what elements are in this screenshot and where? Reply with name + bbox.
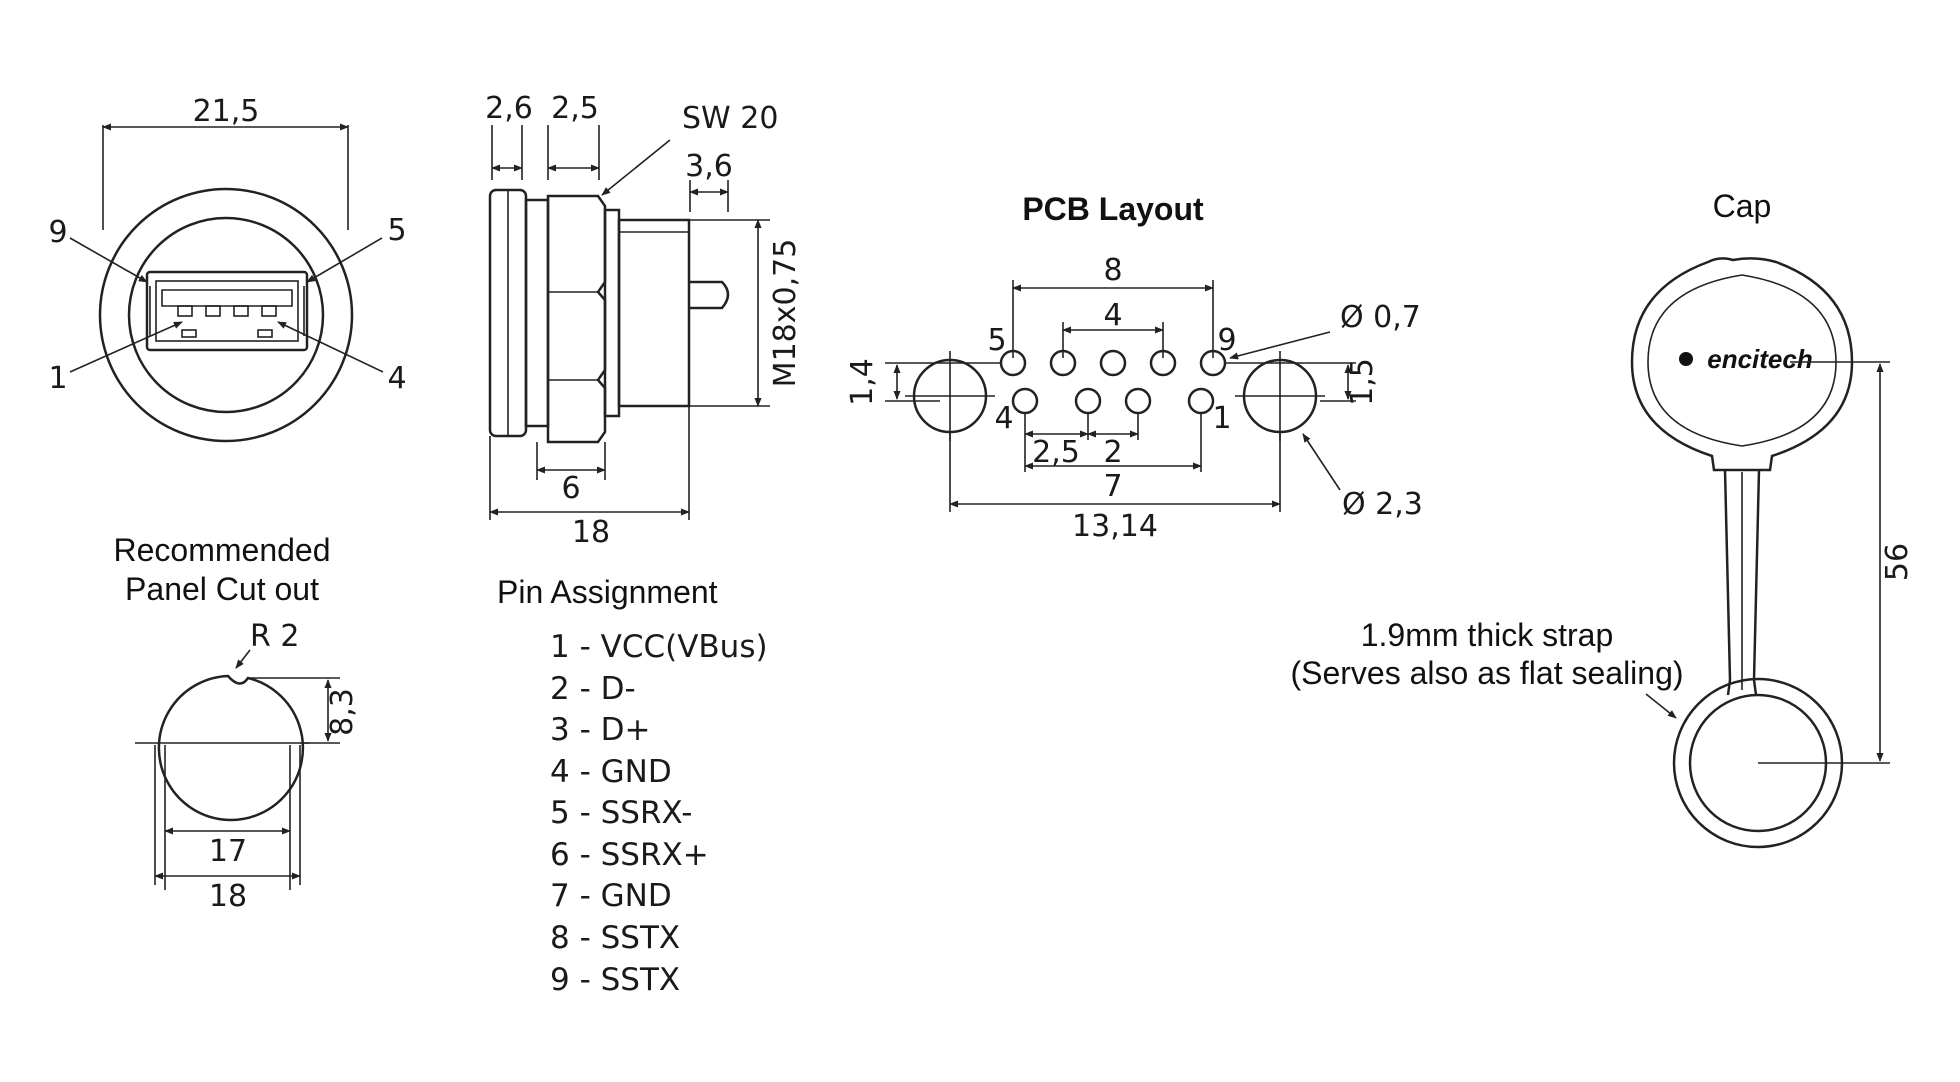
pcb-pin-5-label: 5 (987, 323, 1006, 358)
wrench-size-label: SW 20 (682, 101, 778, 136)
pin-row: 3 - D+ (550, 712, 650, 748)
pcb-pin-1-label: 1 (1212, 401, 1231, 436)
pitch-a-label: 2,5 (1032, 435, 1080, 470)
overall-length-label: 18 (572, 515, 610, 550)
connector-side-outline (488, 188, 770, 444)
flat-label: 8,3 (325, 688, 360, 736)
pcb-hole (1199, 349, 1227, 377)
pcb-hole (1099, 349, 1127, 377)
pcb-layout: PCB Layout 8 4 5 9 4 1 (845, 191, 1423, 544)
radius-label: R 2 (250, 619, 299, 654)
large-hole-diameter-label: Ø 2,3 (1342, 487, 1423, 522)
cap-logo: encitech (1707, 344, 1813, 374)
pitch-top-inner-label: 4 (1103, 298, 1122, 333)
strap-note-line2: (Serves also as flat sealing) (1290, 655, 1683, 691)
cutout-shape (157, 674, 305, 822)
cap-body (1630, 257, 1854, 472)
inner-width-label: 17 (209, 834, 247, 869)
width-label: 21,5 (193, 94, 260, 129)
pcb-pin-holes (905, 349, 1325, 441)
nut-width-label: 6 (561, 471, 580, 506)
pin-1-callout: 1 (48, 361, 67, 396)
pin-row: 5 - SSRX- (550, 795, 692, 831)
pin-5-callout: 5 (387, 213, 406, 248)
cutout-title-line1: Recommended (114, 532, 331, 568)
small-hole-diameter-label: Ø 0,7 (1340, 300, 1421, 335)
pitch-b-label: 2 (1103, 435, 1122, 470)
usb-a-socket (145, 270, 309, 352)
flange-inner (127, 216, 325, 414)
pcb-title: PCB Layout (1022, 191, 1204, 227)
pitch-bottom-label: 7 (1103, 469, 1122, 504)
side-view: 2,6 2,5 SW 20 3,6 M18x0,75 6 (485, 91, 803, 550)
pin-row: 9 - SSTX (550, 962, 680, 998)
pcb-hole (1124, 387, 1152, 415)
pin-row: 4 - GND (550, 754, 672, 790)
outer-width-label: 18 (209, 879, 247, 914)
pin-row: 1 - VCC(VBus) (550, 629, 768, 665)
pin-9-callout: 9 (48, 215, 67, 250)
flange-thickness-label: 2,6 (485, 91, 533, 126)
right-offset-label: 1,5 (1345, 358, 1380, 406)
pin-row: 7 - GND (550, 878, 672, 914)
thread-label: M18x0,75 (768, 239, 803, 388)
pin-assignment-title: Pin Assignment (497, 574, 718, 610)
front-view: 21,5 9 5 1 4 (48, 94, 407, 443)
cap-length-label: 56 (1880, 543, 1915, 581)
pitch-top-label: 8 (1103, 253, 1122, 288)
pin-row: 6 - SSRX+ (550, 837, 709, 873)
pcb-hole (1149, 349, 1177, 377)
pin-4-callout: 4 (387, 361, 406, 396)
left-offset-label: 1,4 (845, 358, 880, 406)
pin-row: 2 - D- (550, 671, 636, 707)
pcb-hole (1011, 387, 1039, 415)
pcb-hole (1049, 349, 1077, 377)
cap: Cap encitech 56 1.9mm thick strap (Serve… (1290, 188, 1915, 849)
pin-length-label: 3,6 (685, 149, 733, 184)
pcb-pin-4-label: 4 (994, 401, 1013, 436)
span-label: 13,14 (1072, 509, 1158, 544)
pcb-pin-9-label: 9 (1217, 323, 1236, 358)
cap-title: Cap (1713, 188, 1772, 224)
pin-row: 8 - SSTX (550, 920, 680, 956)
strap-note-line1: 1.9mm thick strap (1361, 617, 1614, 653)
cutout-title-line2: Panel Cut out (125, 571, 319, 607)
panel-cutout: Recommended Panel Cut out R 2 8,3 17 18 (114, 532, 361, 914)
nut-offset-label: 2,5 (551, 91, 599, 126)
logo-dot-icon (1679, 352, 1693, 366)
pcb-hole (1074, 387, 1102, 415)
pin-assignment: Pin Assignment 1 - VCC(VBus) 2 - D- 3 - … (497, 574, 768, 998)
flange-outer (98, 187, 354, 443)
pcb-hole (1187, 387, 1215, 415)
pcb-hole (999, 349, 1027, 377)
